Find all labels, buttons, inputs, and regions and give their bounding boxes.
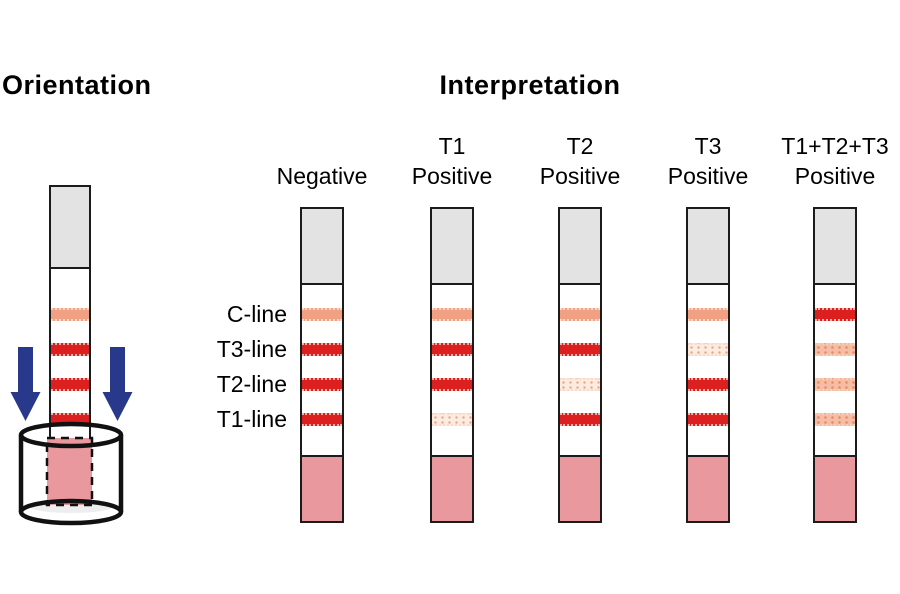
t2-line-label: T2-line [216, 371, 287, 397]
t3-line [302, 343, 342, 356]
strip-top-pad [432, 209, 472, 285]
test-strip-t1-t2-t3-positive [813, 207, 857, 523]
t3-line [815, 343, 855, 356]
t1-line-label: T1-line [216, 406, 287, 432]
c-line [432, 308, 472, 321]
t3-line [51, 343, 89, 356]
strip-sample-pad [688, 455, 728, 521]
t3-line [688, 343, 728, 356]
test-strip-t1-positive [430, 207, 474, 523]
test-strip-negative [300, 207, 344, 523]
strip-top-pad [560, 209, 600, 285]
strip-top-pad [688, 209, 728, 285]
t3-line [560, 343, 600, 356]
down-arrow-icon [102, 347, 133, 421]
strip-sample-pad [302, 455, 342, 521]
t2-line [688, 378, 728, 391]
c-line [51, 308, 89, 321]
t3-line [432, 343, 472, 356]
t1-line [302, 413, 342, 426]
c-line [688, 308, 728, 321]
orientation-title: Orientation [2, 70, 152, 100]
orientation-strip-top-pad [51, 187, 89, 269]
strip-sample-pad [432, 455, 472, 521]
strip-top-pad [815, 209, 855, 285]
t2-line [302, 378, 342, 391]
cup-outline [18, 421, 124, 526]
t2-line [432, 378, 472, 391]
t1-line [560, 413, 600, 426]
strip-label-negative: Negative [276, 163, 368, 189]
t1-line [432, 413, 472, 426]
c-line [815, 308, 855, 321]
strip-top-pad [302, 209, 342, 285]
test-strip-t3-positive [686, 207, 730, 523]
strip-sample-pad [560, 455, 600, 521]
orientation-strip [49, 185, 91, 437]
submerged-sample-pad [45, 436, 94, 507]
down-arrow-icon [10, 347, 41, 421]
t2-line [815, 378, 855, 391]
interpretation-title: Interpretation [439, 70, 621, 100]
strip-sample-pad [815, 455, 855, 521]
t1-line [688, 413, 728, 426]
t2-line [51, 378, 89, 391]
sample-cup-graphic [10, 347, 133, 526]
t2-line [560, 378, 600, 391]
c-line [560, 308, 600, 321]
test-strip-t2-positive [558, 207, 602, 523]
t3-line-label: T3-line [216, 336, 287, 362]
c-line [302, 308, 342, 321]
t1-line [815, 413, 855, 426]
c-line-label: C-line [226, 301, 287, 327]
